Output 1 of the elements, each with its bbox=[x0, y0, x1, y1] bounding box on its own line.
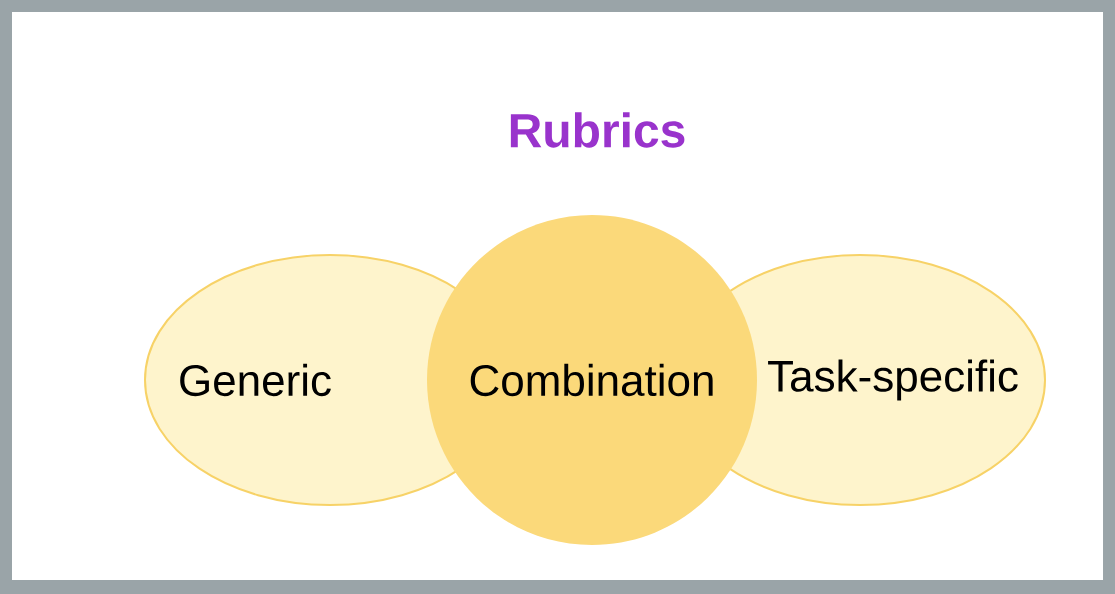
title: Rubrics bbox=[510, 112, 685, 148]
